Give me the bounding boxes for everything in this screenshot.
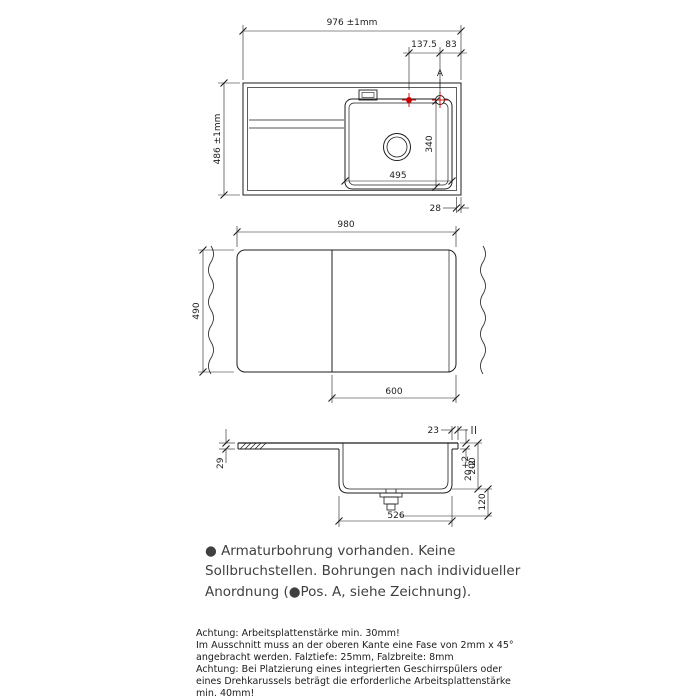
faucet-hole-mark [402,93,416,107]
note-fine-print: Achtung: Arbeitsplattenstärke min. 30mm!… [196,628,616,700]
break-line-right [480,245,486,375]
cutout-dimensions: 980 490 600 [192,220,461,403]
note-armaturbohrung: ● Armaturbohrung vorhanden. Keine Sollbr… [205,541,525,602]
drain-fitting [379,489,403,511]
dim-526: 526 [387,511,404,521]
drain-hole-inner [386,136,408,158]
note-main-line: Anordnung (●Pos. A, siehe Zeichnung). [205,583,472,600]
position-a-label: A [437,69,444,79]
dim-faucet-spacing: 137.5 [411,40,437,50]
top-view-dimensions: 976 ±1mm 137.5 83 A 486 ±1mm 340 495 [213,18,469,214]
break-line-left [208,245,214,375]
svg-text:+2: +2 [461,456,471,469]
dim-bowl-340: 340 [425,135,435,152]
dim-overall-height: 486 ±1mm [213,114,223,165]
svg-text:-2: -2 [468,460,478,469]
overflow-slot [358,89,378,101]
top-view [242,82,462,196]
section-hatch [239,442,267,450]
note-small-line: Achtung: Arbeitsplattenstärke min. 30mm! [196,628,400,639]
dim-faucet-edge: 83 [445,40,456,50]
dim-cutout-600: 600 [385,387,402,397]
section-dimensions: 23 29 20 +2 -2 [216,425,493,527]
dim-20-tolerance: 20 +2 -2 [461,456,478,481]
position-a-mark [432,92,448,108]
note-small-line: Achtung: Bei Platzierung eines integrier… [196,664,503,676]
top-view-bowl [344,98,453,190]
sink-technical-drawing: 976 ±1mm 137.5 83 A 486 ±1mm 340 495 [192,18,493,527]
dim-23: 23 [428,426,439,436]
dim-200: 200 [468,457,478,474]
note-main-line: ● Armaturbohrung vorhanden. Keine [205,543,456,559]
dim-bowl-495: 495 [389,171,406,181]
dim-29: 29 [216,457,226,469]
dim-overall-width: 976 ±1mm [327,18,378,28]
svg-text:20: 20 [464,469,474,481]
cutout-view [208,245,486,375]
note-main-line: Sollbruchstellen. Bohrungen nach individ… [205,563,521,580]
section-view [237,442,459,511]
dim-120: 120 [478,493,488,510]
bowl-outer-wall [338,449,453,494]
drain-hole [383,133,411,161]
bowl-inner-wall [342,443,449,490]
dim-edge-28: 28 [430,204,442,214]
note-small-line: eines Drehkarussels beträgt die erforder… [196,676,511,688]
note-small-line: angebracht werden. Falztiefe: 25mm, Falz… [196,652,454,664]
parallel-symbol [471,426,476,434]
note-small-line: Im Ausschnitt muss an der oberen Kante e… [196,640,514,652]
dim-cutout-height: 490 [192,302,202,319]
dim-cutout-width: 980 [337,220,354,230]
note-small-line: min. 40mm! [196,688,255,700]
